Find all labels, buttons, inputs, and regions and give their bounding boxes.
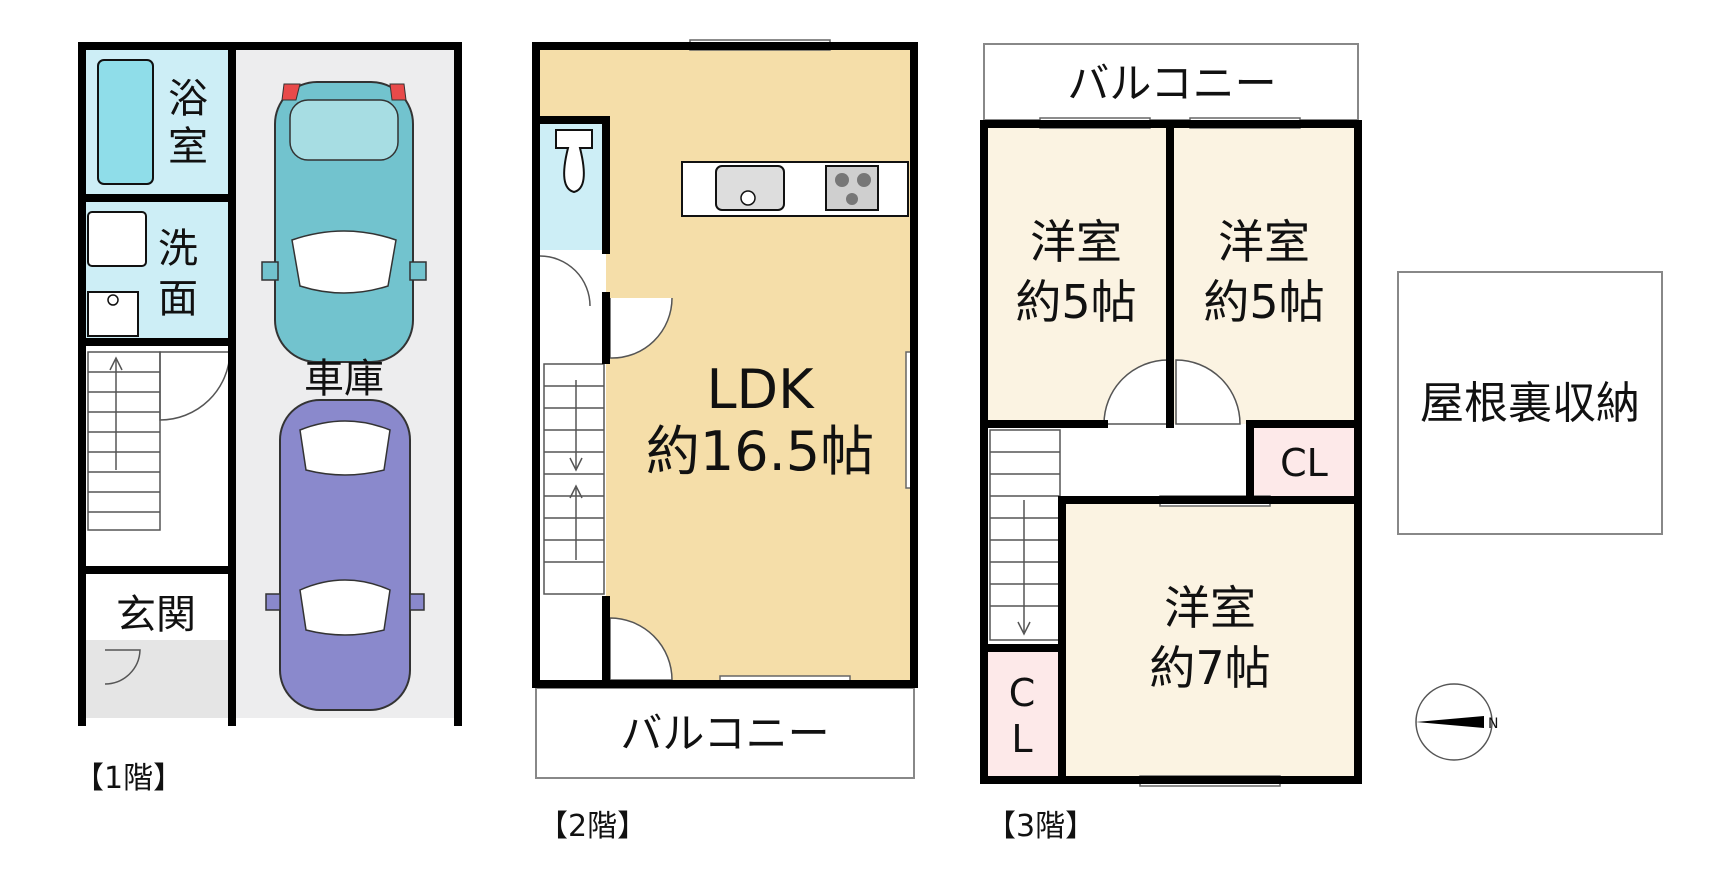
label-closet-a: CL [1280, 441, 1328, 485]
walls-2f [532, 42, 918, 688]
floor-3: バルコニー 洋室 約5帖 洋室 約5帖 CL 洋室 約7帖 C L 【3階】 [980, 43, 1362, 844]
label-bath-1: 浴 [168, 76, 208, 122]
door-swing-3f-b [1175, 359, 1241, 425]
walls-1f [78, 42, 462, 726]
entrance-tile [82, 640, 232, 718]
label-room-a: 洋室 [1030, 215, 1122, 269]
stairs-1f [87, 351, 161, 531]
attic-storage: 屋根裏収納 [1397, 271, 1663, 535]
closet-b [984, 648, 1060, 780]
drain [107, 294, 119, 306]
label-room-b-size: 約5帖 [1203, 275, 1324, 329]
floor-2: LDK 約16.5帖 バルコニー 【2階】 [532, 39, 918, 844]
washbasin [87, 211, 147, 267]
door-swing-2f-c [609, 617, 673, 681]
label-closet-b-top: C [1009, 671, 1036, 715]
caption-floor-3: 【3階】 [986, 809, 1095, 844]
ldk-upper [536, 46, 914, 120]
walls-3f [980, 120, 1362, 784]
burner [835, 173, 849, 187]
label-ldk: LDK [706, 358, 815, 421]
toilet-fixture [555, 129, 593, 194]
label-entrance: 玄関 [116, 592, 196, 638]
caption-floor-1: 【1階】 [74, 761, 183, 796]
stairs-3f [989, 429, 1061, 641]
label-attic: 屋根裏収納 [1420, 378, 1640, 429]
entrance-door [104, 649, 141, 685]
label-balcony-3f: バルコニー [1067, 59, 1276, 108]
label-washroom-2: 面 [158, 276, 198, 322]
door-swing-3f-a [1103, 359, 1169, 425]
compass-north-label: N [1488, 716, 1498, 732]
label-closet-b-bottom: L [1011, 717, 1032, 761]
burner [857, 173, 871, 187]
room-c [1066, 500, 1358, 780]
label-ldk-size: 約16.5帖 [646, 420, 874, 483]
label-room-c: 洋室 [1164, 581, 1256, 635]
bathtub [97, 59, 154, 185]
label-room-b: 洋室 [1218, 215, 1310, 269]
caption-floor-2: 【2階】 [538, 809, 647, 844]
label-room-c-size: 約7帖 [1149, 641, 1270, 695]
sink-drain [740, 190, 756, 206]
closet-a [1254, 424, 1358, 496]
door-swing-1f [159, 351, 231, 421]
north-arrow-icon [1416, 716, 1484, 728]
stairs-2f [543, 363, 605, 595]
sink [715, 165, 785, 211]
car-teal [261, 81, 427, 363]
label-balcony-2f: バルコニー [620, 709, 829, 758]
door-swing-2f-a [539, 255, 591, 307]
door-swing-2f-b [609, 297, 673, 359]
compass: N [1415, 683, 1498, 761]
car-purple [265, 399, 425, 711]
floor-1: 浴 室 洗 面 車庫 玄関 【1階】 [74, 42, 462, 796]
balcony-3f [983, 43, 1359, 121]
label-garage: 車庫 [304, 356, 384, 402]
label-bath-2: 室 [168, 124, 208, 170]
burner [846, 193, 858, 205]
label-washroom-1: 洗 [158, 226, 198, 272]
label-room-a-size: 約5帖 [1015, 275, 1136, 329]
